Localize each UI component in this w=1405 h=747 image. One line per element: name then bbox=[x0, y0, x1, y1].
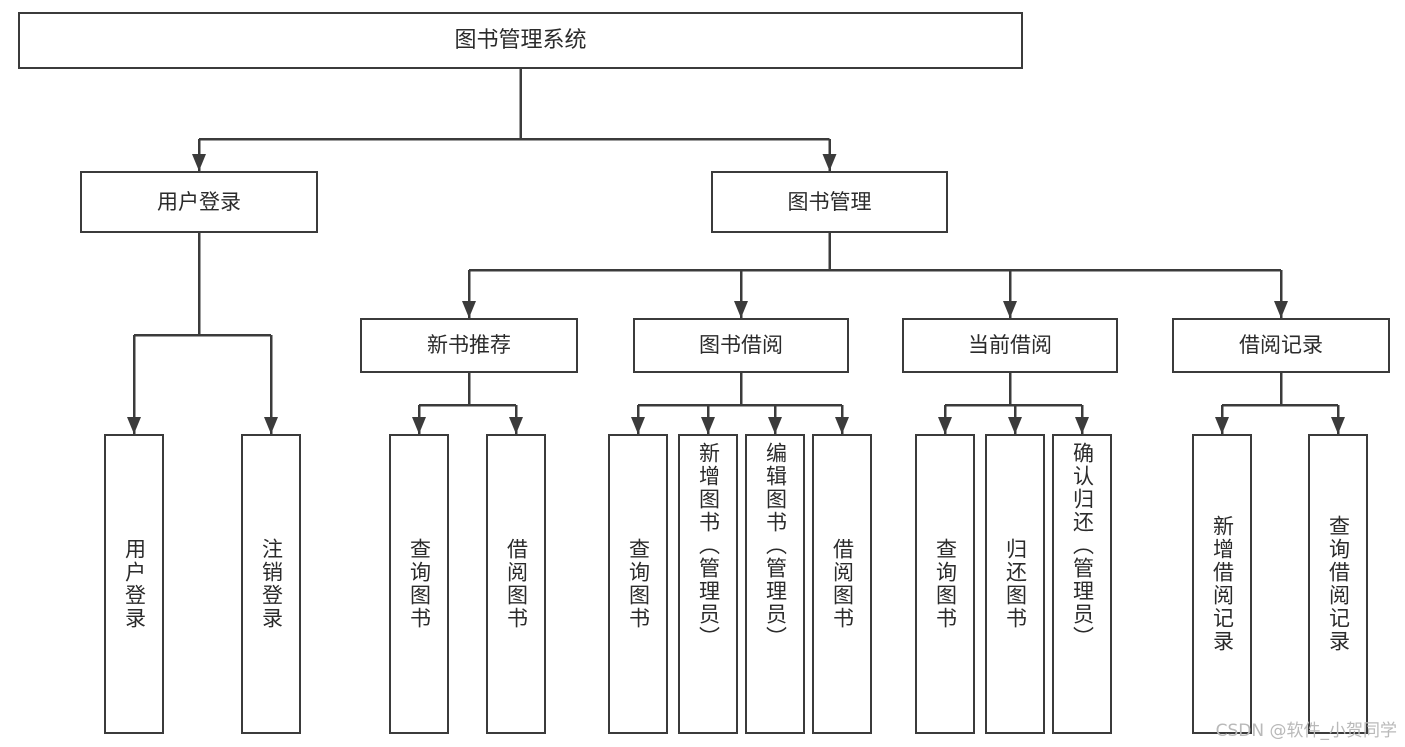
node-leaf-add-book[interactable]: 新增图书（管理员） bbox=[678, 434, 738, 734]
node-current-borrow[interactable]: 当前借阅 bbox=[902, 318, 1118, 373]
node-new-book-rec-label: 新书推荐 bbox=[427, 333, 511, 358]
node-leaf-query-book-1[interactable]: 查询图书 bbox=[389, 434, 449, 734]
node-borrow-record[interactable]: 借阅记录 bbox=[1172, 318, 1390, 373]
node-new-book-rec[interactable]: 新书推荐 bbox=[360, 318, 578, 373]
node-leaf-query-record-label: 查询借阅记录 bbox=[1326, 515, 1351, 653]
node-leaf-borrow-book-2-label: 借阅图书 bbox=[830, 538, 855, 630]
node-book-manage-label: 图书管理 bbox=[787, 189, 872, 214]
node-borrow-record-label: 借阅记录 bbox=[1239, 333, 1323, 358]
node-leaf-confirm-return[interactable]: 确认归还（管理员） bbox=[1052, 434, 1112, 734]
node-root-label: 图书管理系统 bbox=[454, 27, 587, 53]
node-book-borrow-label: 图书借阅 bbox=[699, 333, 783, 358]
node-leaf-query-book-3-label: 查询图书 bbox=[933, 538, 958, 630]
node-book-manage[interactable]: 图书管理 bbox=[711, 171, 948, 233]
node-leaf-logout-label: 注销登录 bbox=[259, 538, 284, 630]
node-leaf-edit-book-label: 编辑图书（管理员） bbox=[763, 442, 788, 649]
node-leaf-add-book-label: 新增图书（管理员） bbox=[696, 442, 721, 649]
node-book-borrow[interactable]: 图书借阅 bbox=[633, 318, 849, 373]
node-leaf-logout[interactable]: 注销登录 bbox=[241, 434, 301, 734]
node-current-borrow-label: 当前借阅 bbox=[968, 333, 1052, 358]
node-leaf-borrow-book-1[interactable]: 借阅图书 bbox=[486, 434, 546, 734]
node-leaf-query-book-2[interactable]: 查询图书 bbox=[608, 434, 668, 734]
node-leaf-query-book-1-label: 查询图书 bbox=[407, 538, 432, 630]
node-leaf-user-login-label: 用户登录 bbox=[122, 538, 147, 630]
node-leaf-edit-book[interactable]: 编辑图书（管理员） bbox=[745, 434, 805, 734]
node-leaf-confirm-return-label: 确认归还（管理员） bbox=[1070, 442, 1095, 649]
node-leaf-query-book-3[interactable]: 查询图书 bbox=[915, 434, 975, 734]
node-user-login-label: 用户登录 bbox=[157, 189, 241, 214]
node-leaf-add-record-label: 新增借阅记录 bbox=[1210, 515, 1235, 653]
node-leaf-return-book[interactable]: 归还图书 bbox=[985, 434, 1045, 734]
node-user-login[interactable]: 用户登录 bbox=[80, 171, 318, 233]
node-leaf-borrow-book-1-label: 借阅图书 bbox=[504, 538, 529, 630]
node-leaf-add-record[interactable]: 新增借阅记录 bbox=[1192, 434, 1252, 734]
node-root[interactable]: 图书管理系统 bbox=[18, 12, 1023, 69]
node-leaf-query-record[interactable]: 查询借阅记录 bbox=[1308, 434, 1368, 734]
node-leaf-query-book-2-label: 查询图书 bbox=[626, 538, 651, 630]
node-leaf-borrow-book-2[interactable]: 借阅图书 bbox=[812, 434, 872, 734]
node-leaf-return-book-label: 归还图书 bbox=[1003, 538, 1028, 630]
node-leaf-user-login[interactable]: 用户登录 bbox=[104, 434, 164, 734]
